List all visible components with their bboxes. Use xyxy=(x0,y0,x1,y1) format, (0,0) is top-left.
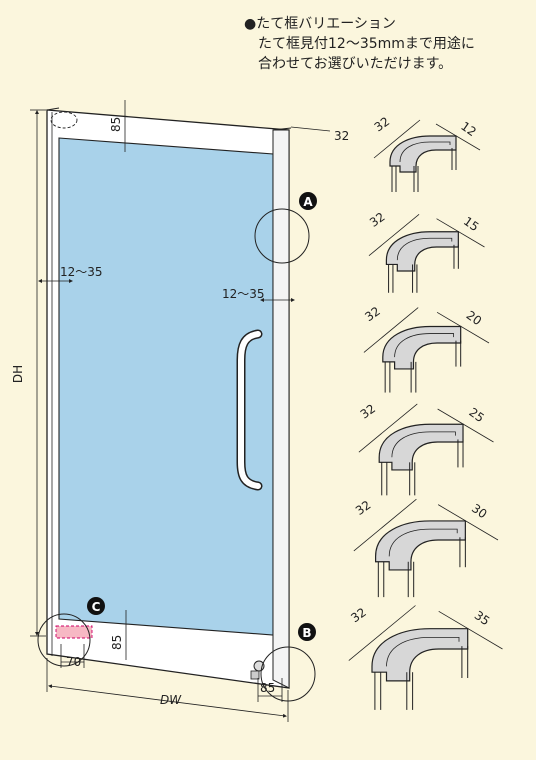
profile-width-label: 20 xyxy=(464,308,485,328)
dim-left-stile: 12〜35 xyxy=(60,265,103,279)
profile-depth-label: 32 xyxy=(372,114,393,134)
marker-b: B xyxy=(298,623,316,641)
profile-item: 32 20 xyxy=(362,304,490,393)
profile-depth-label: 32 xyxy=(353,498,373,518)
svg-text:C: C xyxy=(92,600,101,614)
profile-depth-label: 32 xyxy=(367,210,388,230)
dimension-lines xyxy=(30,100,331,722)
door-handle xyxy=(236,329,263,491)
dim-85-bottom: 85 xyxy=(260,681,275,695)
variation-line-2: 合わせてお選びいただけます。 xyxy=(258,56,453,72)
profile-width-label: 35 xyxy=(472,608,493,628)
profile-width-label: 15 xyxy=(461,214,482,234)
profile-item: 32 30 xyxy=(353,498,499,598)
marker-a: A xyxy=(299,192,317,210)
profile-width-label: 25 xyxy=(466,405,486,425)
marker-c: C xyxy=(87,597,105,615)
profile-item: 32 12 xyxy=(372,114,481,192)
profile-width-label: 30 xyxy=(469,501,489,521)
dim-32: 32 xyxy=(334,129,349,143)
variation-note: ●たて框バリエーション たて框見付12〜35mmまで用途に 合わせてお選びいただ… xyxy=(244,14,475,74)
profile-depth-label: 32 xyxy=(362,304,383,324)
detail-circle-c xyxy=(37,613,91,667)
dim-right-stile: 12〜35 xyxy=(222,287,265,301)
variation-line-1: たて框見付12〜35mmまで用途に xyxy=(258,36,475,52)
door-frame xyxy=(46,107,292,689)
dim-bottom-rail: 85 xyxy=(110,635,124,650)
profile-width-label: 12 xyxy=(458,119,479,139)
top-pivot-hidden xyxy=(50,111,78,129)
detail-circle-a xyxy=(254,208,310,264)
profile-depth-label: 32 xyxy=(358,401,378,421)
stile-profiles: 32 12 32 15 32 20 32 25 32 30 32 35 xyxy=(348,114,503,710)
dim-height: DH xyxy=(11,365,25,383)
profile-item: 32 15 xyxy=(367,210,485,293)
dim-70: 70 xyxy=(66,655,81,669)
variation-title: ●たて框バリエーション xyxy=(244,16,396,32)
profile-depth-label: 32 xyxy=(348,605,369,625)
profile-item: 32 35 xyxy=(348,605,503,710)
dim-top-rail: 85 xyxy=(109,117,123,132)
bottom-pivot-hidden xyxy=(55,625,93,639)
svg-text:B: B xyxy=(302,626,311,640)
profile-item: 32 25 xyxy=(358,401,494,496)
dim-width: DW xyxy=(160,693,182,707)
svg-text:A: A xyxy=(303,195,313,209)
